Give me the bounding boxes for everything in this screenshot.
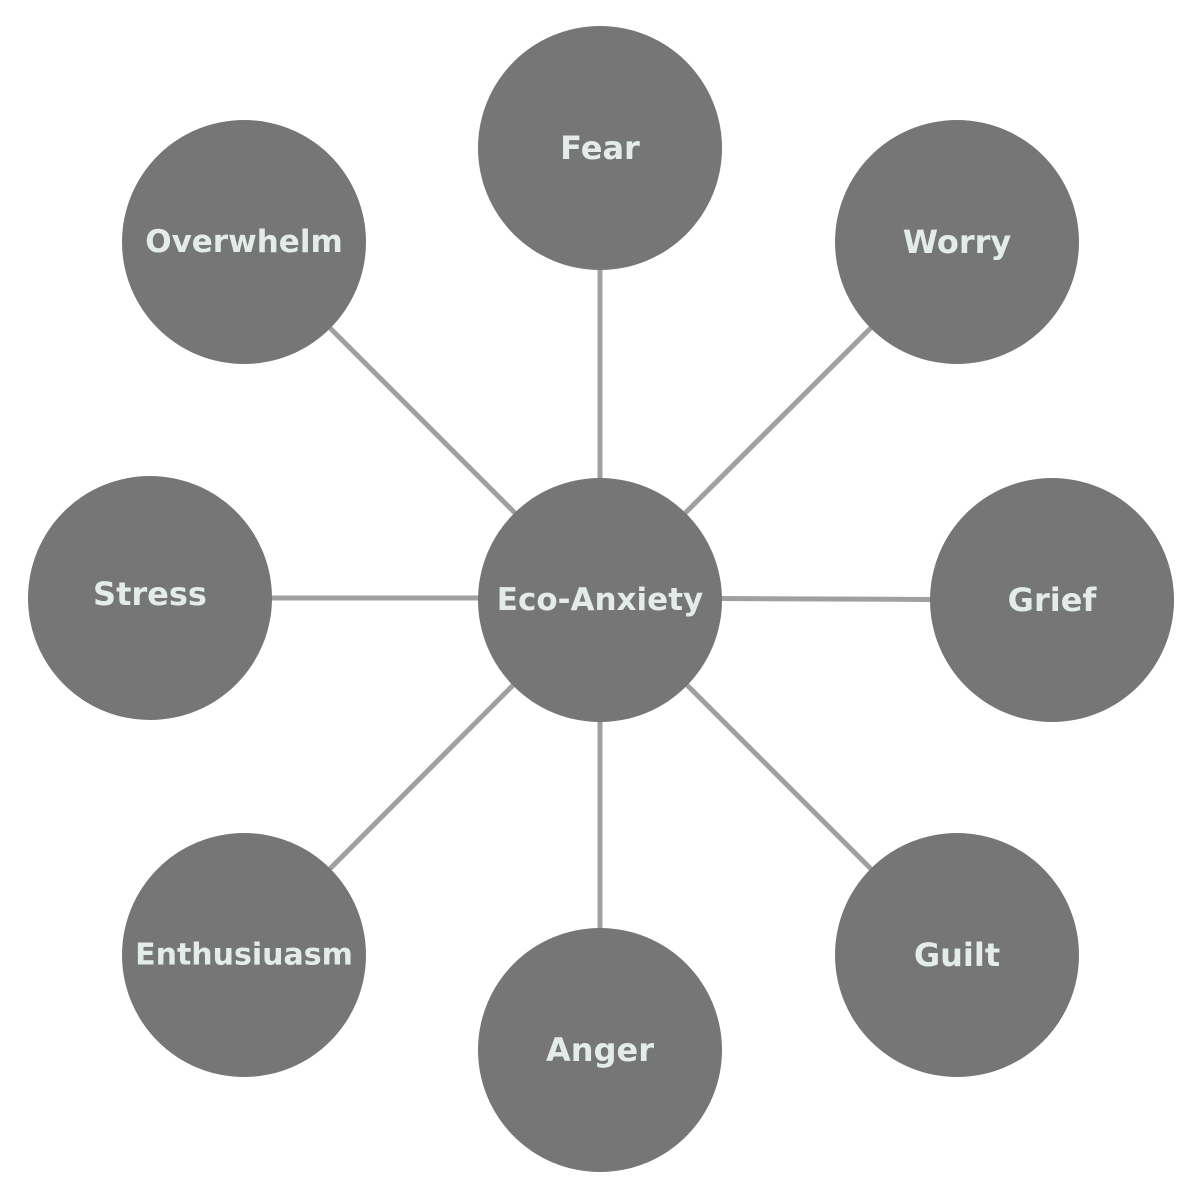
connector-worry <box>683 324 874 516</box>
node-circle-overwhelm <box>122 120 366 364</box>
node-circle-stress <box>28 476 272 720</box>
node-circle-grief <box>930 478 1174 722</box>
node-overwhelm: Overwhelm <box>122 120 366 364</box>
node-label-enthusiuasm: Enthusiuasm <box>135 938 353 973</box>
node-eco-anxiety: Eco-Anxiety <box>478 478 722 722</box>
node-circle-fear <box>478 26 722 270</box>
node-grief: Grief <box>930 478 1174 722</box>
node-label-fear: Fear <box>560 129 640 167</box>
connector-enthusiuasm <box>326 681 518 872</box>
node-circle-eco-anxiety <box>478 478 722 722</box>
node-label-eco-anxiety: Eco-Anxiety <box>497 582 703 618</box>
node-guilt: Guilt <box>835 833 1079 1077</box>
connector-guilt <box>683 681 874 872</box>
connector-grief <box>719 596 933 602</box>
connector-layer <box>270 268 933 930</box>
node-circle-enthusiuasm <box>122 833 366 1077</box>
node-label-stress: Stress <box>93 575 207 613</box>
node-fear: Fear <box>478 26 722 270</box>
node-label-guilt: Guilt <box>914 936 1000 974</box>
node-anger: Anger <box>478 928 722 1172</box>
node-worry: Worry <box>835 120 1079 364</box>
node-circle-worry <box>835 120 1079 364</box>
node-circle-guilt <box>835 833 1079 1077</box>
node-label-grief: Grief <box>1008 581 1098 619</box>
node-label-worry: Worry <box>903 223 1012 261</box>
node-circle-anger <box>478 928 722 1172</box>
node-label-anger: Anger <box>546 1031 654 1069</box>
node-label-overwhelm: Overwhelm <box>145 224 343 260</box>
node-stress: Stress <box>28 476 272 720</box>
node-enthusiuasm: Enthusiuasm <box>122 833 366 1077</box>
connector-overwhelm <box>327 325 517 515</box>
